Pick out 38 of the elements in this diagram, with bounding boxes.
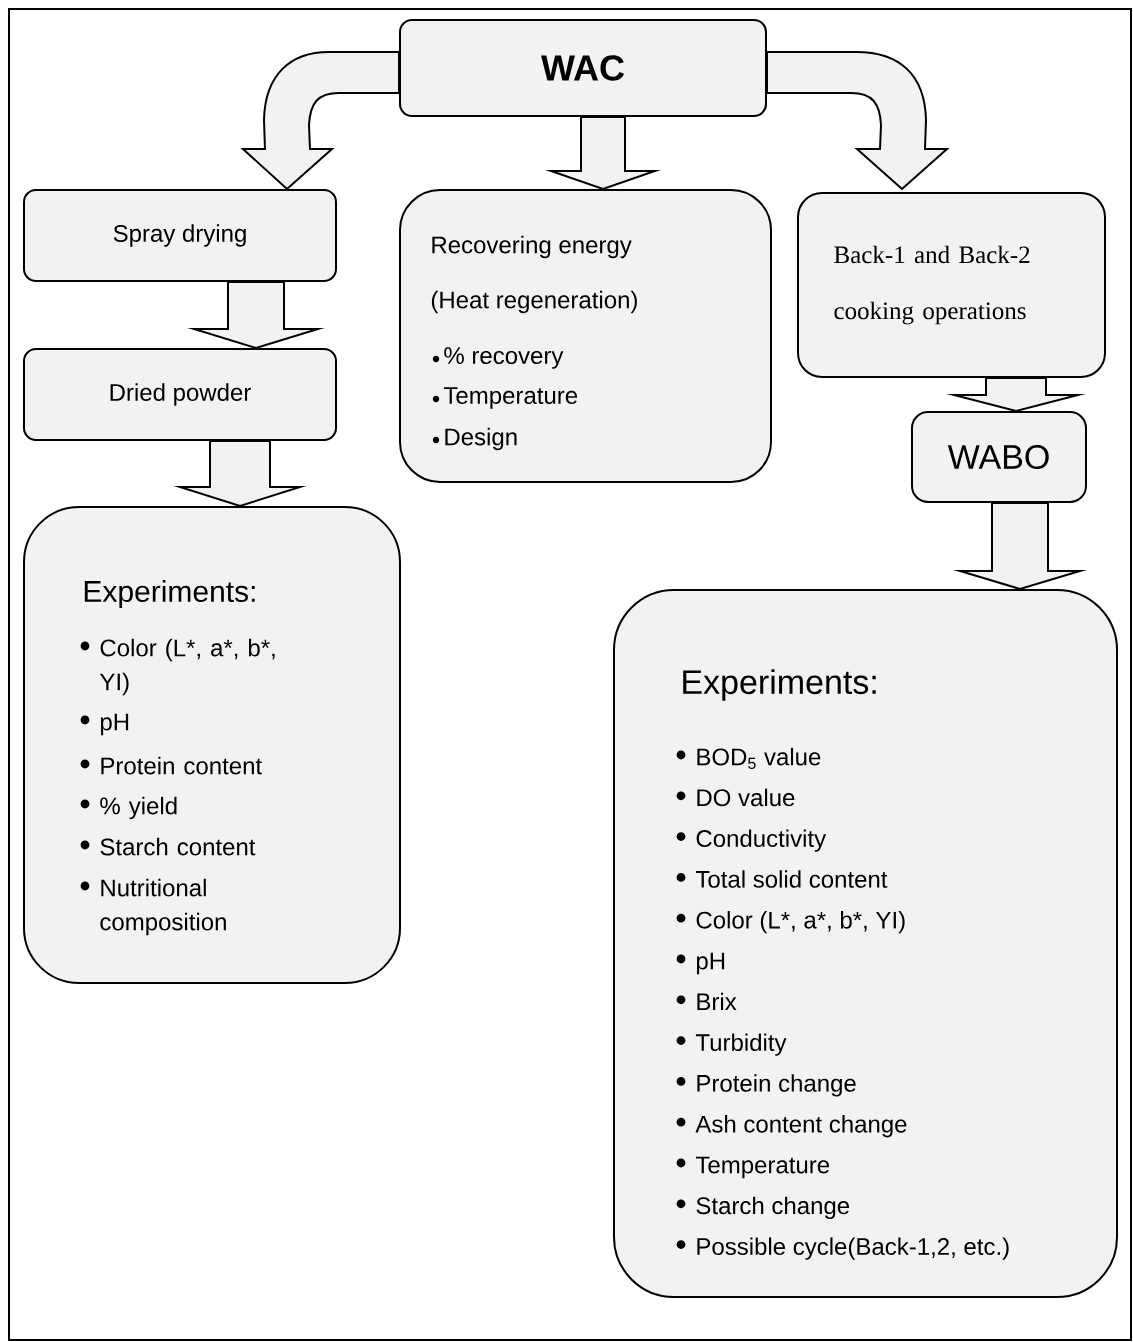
box-heading: Experiments: (683, 669, 876, 701)
list-item: Design (432, 427, 517, 451)
process-box: WAC (399, 19, 767, 117)
list-item: pH (676, 952, 725, 975)
list-item: Temperature (676, 1156, 830, 1179)
list-item: Total solid content (676, 870, 888, 888)
list-item: Starch content (80, 837, 256, 856)
list-item: Color (L*, a*, b*, YI) (676, 911, 905, 934)
box-heading: Experiments: (84, 580, 255, 608)
list-item: Conductivity (676, 829, 827, 852)
list-item: Protein change (676, 1074, 856, 1097)
list-item: Turbidity (676, 1033, 787, 1056)
list-item: DO value (676, 788, 795, 807)
list-item: BOD$_{5}$ value (676, 747, 821, 769)
block-arrow (766, 51, 948, 190)
list-item: Temperature (432, 387, 578, 409)
block-arrow (545, 116, 661, 191)
process-box: WABO (911, 411, 1087, 503)
list-item: pH (80, 713, 129, 736)
block-arrow (946, 377, 1086, 413)
process-box: Dried powder (23, 348, 337, 441)
block-arrow (242, 51, 400, 190)
list-item: % recovery (432, 347, 564, 369)
list-item: Starch change (676, 1196, 850, 1219)
list-item: Brix (676, 992, 737, 1010)
box-heading: Recovering energy (432, 235, 632, 259)
process-box: Back-1 and Back-2 cooking operations (797, 192, 1106, 378)
block-arrow (173, 440, 307, 508)
block-arrow (187, 281, 325, 350)
list-item: Nutritional composition (80, 878, 226, 936)
box-heading: (Heat regeneration) (431, 290, 637, 314)
list-item: Color (L*, a*, b*, YI) (80, 638, 275, 696)
list-item: % yield (80, 796, 177, 820)
list-item: Protein content (80, 756, 262, 775)
list-item: Ash content change (676, 1115, 907, 1138)
list-item: Possible cycle(Back-1,2, etc.) (676, 1237, 1009, 1260)
process-box: Spray drying (23, 189, 337, 282)
block-arrow (953, 502, 1087, 591)
